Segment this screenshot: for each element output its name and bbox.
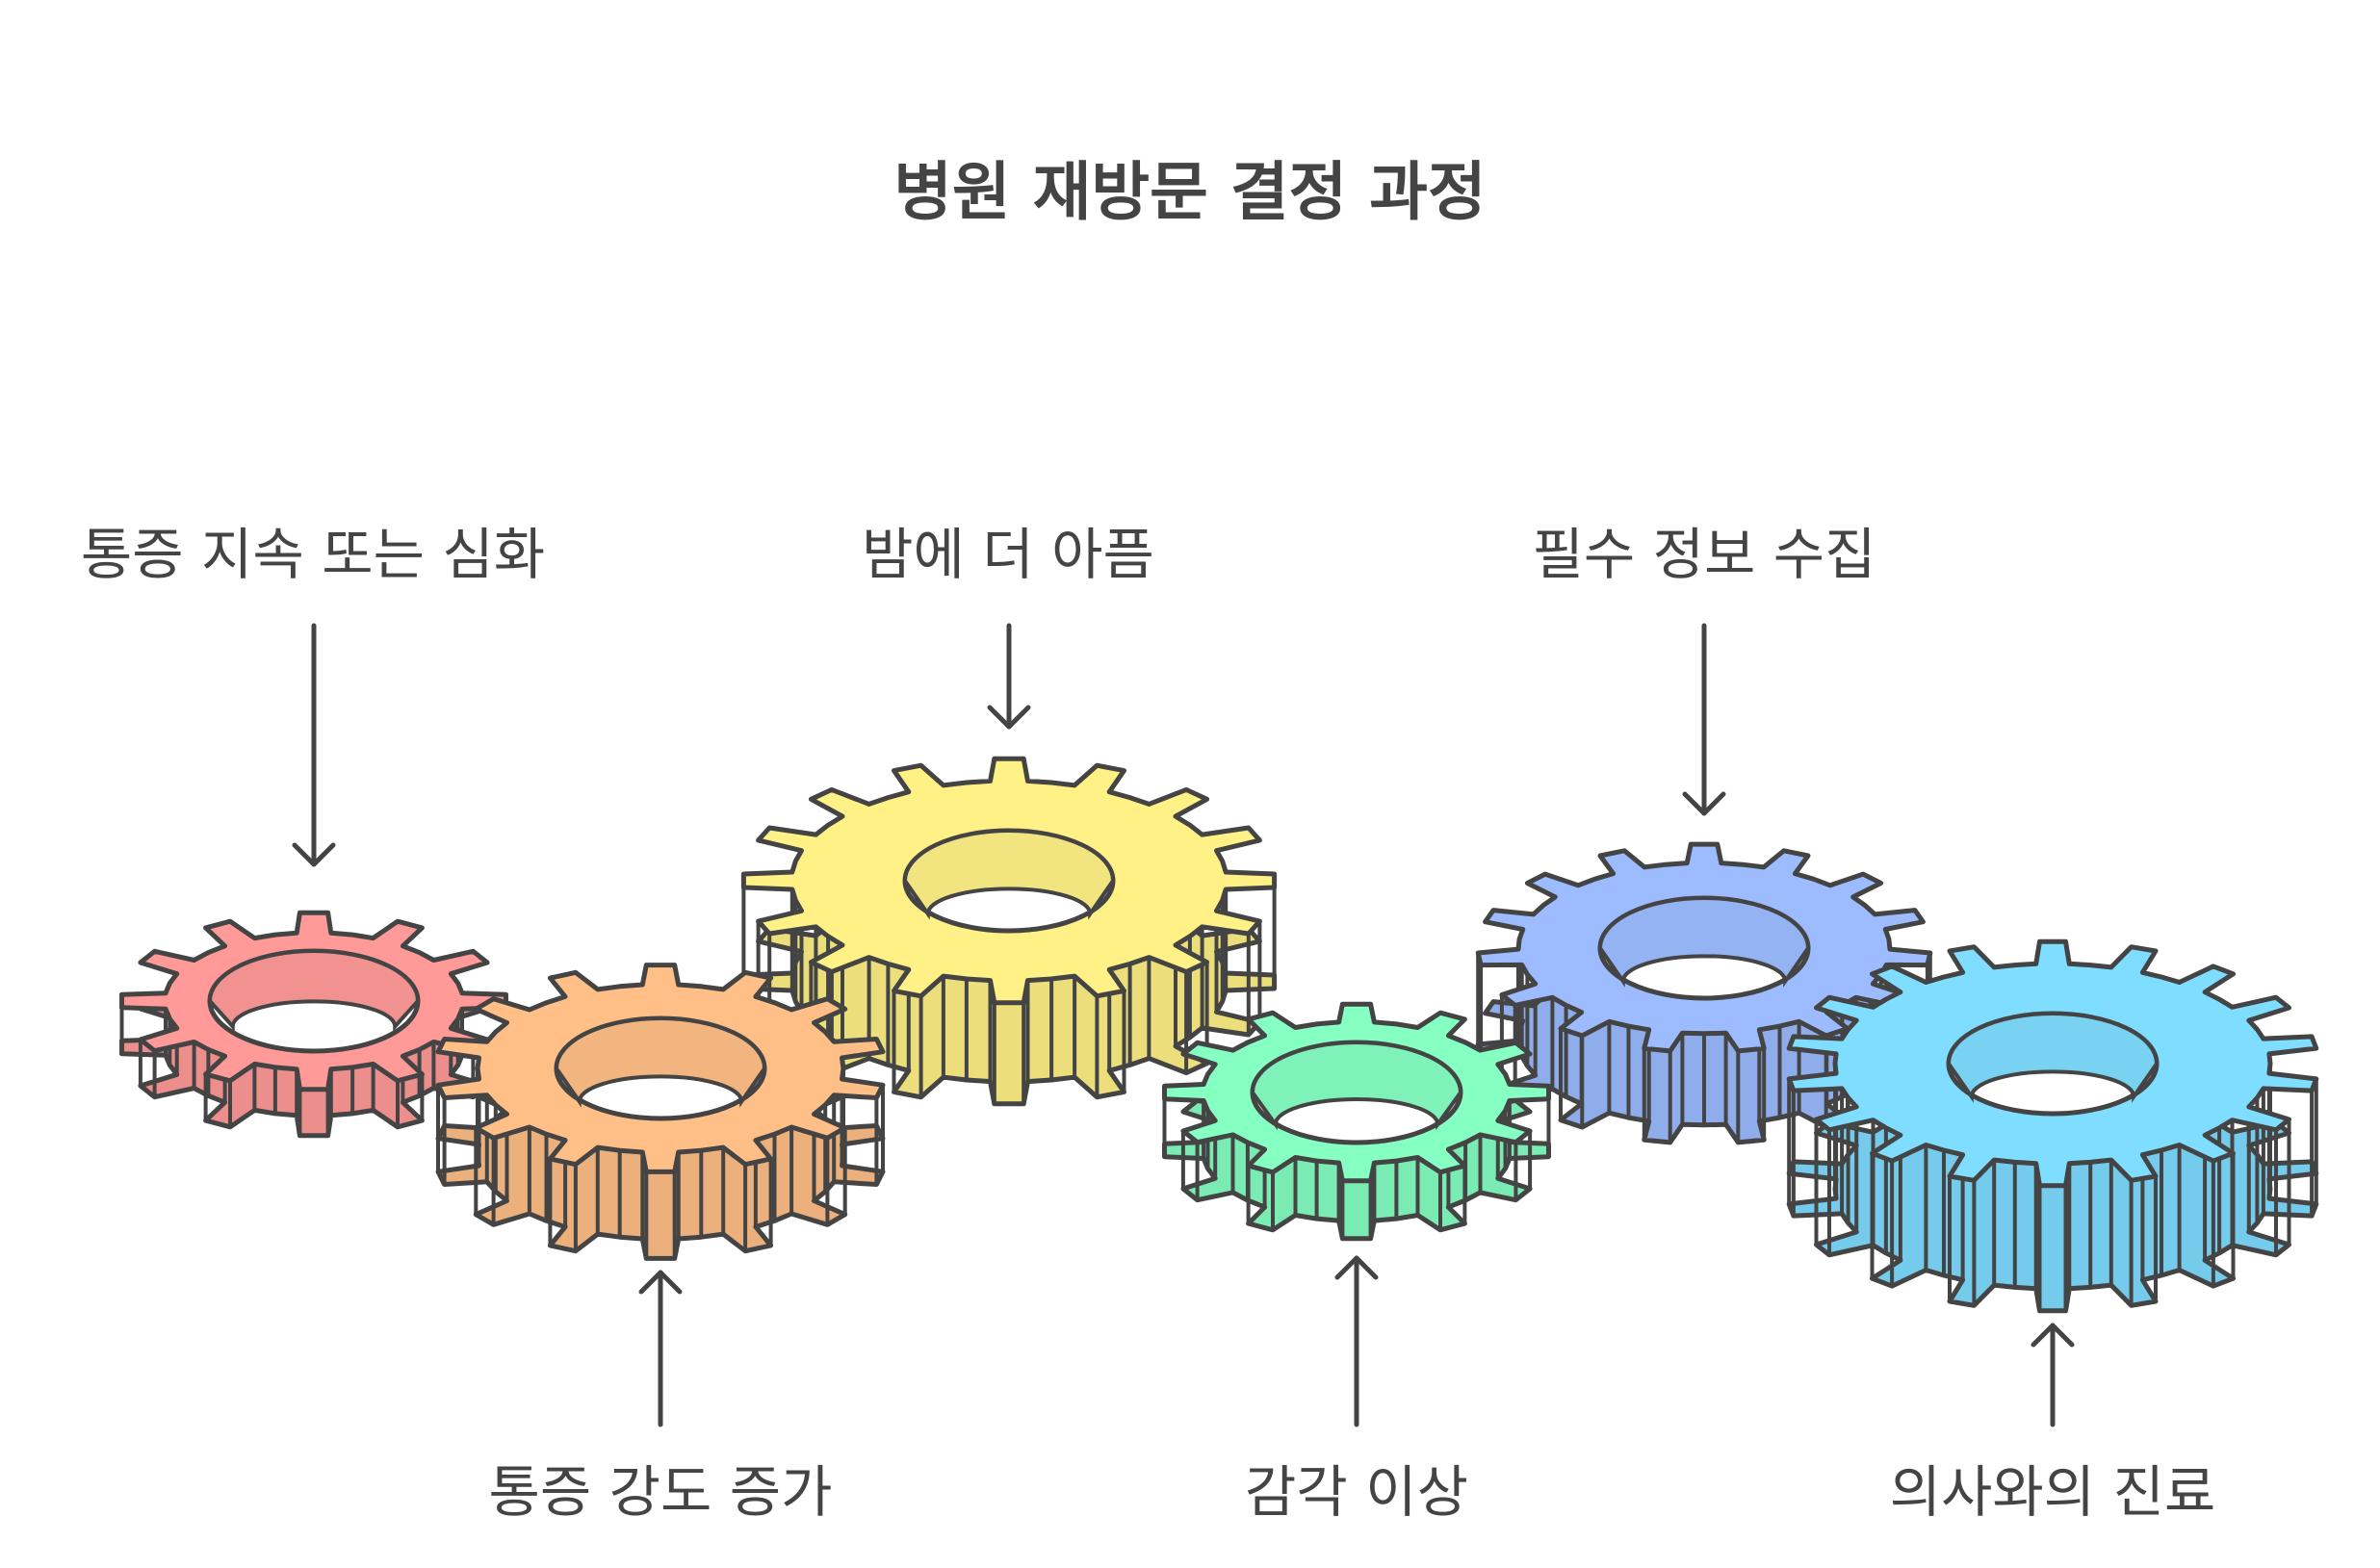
gear-red-hole-wall: [207, 949, 421, 1032]
gear-yellow-hole-wall: [902, 829, 1116, 920]
gear-green-hole-wall: [1250, 1041, 1463, 1131]
gear-cyan: [1786, 938, 2319, 1314]
gear-orange-hole-wall: [554, 1016, 767, 1108]
label-doctor-visit: 의사와의 진료: [1890, 1459, 2216, 1525]
label-info-collect: 필수 정보 수집: [1532, 522, 1876, 587]
gear-orange: [435, 963, 886, 1261]
arrow-night-pain: [987, 623, 1031, 730]
arrow-pain-persist: [292, 623, 336, 867]
label-pain-persist: 통증 지속 또는 심화: [81, 522, 545, 587]
arrow-info-collect: [1682, 623, 1726, 816]
gear-cyan-hole-wall: [1946, 1012, 2160, 1103]
gear-red: [119, 910, 508, 1139]
arrow-sensation: [1334, 1255, 1379, 1427]
gear-green: [1162, 1001, 1551, 1242]
label-night-pain: 밤에 더 아픔: [862, 522, 1154, 587]
gear-yellow: [740, 756, 1278, 1107]
arrow-doctor-visit: [2031, 1323, 2075, 1427]
gears: [119, 756, 2319, 1314]
arrow-pain-increase: [638, 1270, 683, 1427]
diagram-title: 병원 재방문 결정 과정: [893, 155, 1486, 229]
gear-periwinkle-hole-wall: [1597, 896, 1811, 988]
label-sensation: 감각 이상: [1245, 1459, 1468, 1525]
label-pain-increase: 통증 강도 증가: [488, 1459, 832, 1525]
